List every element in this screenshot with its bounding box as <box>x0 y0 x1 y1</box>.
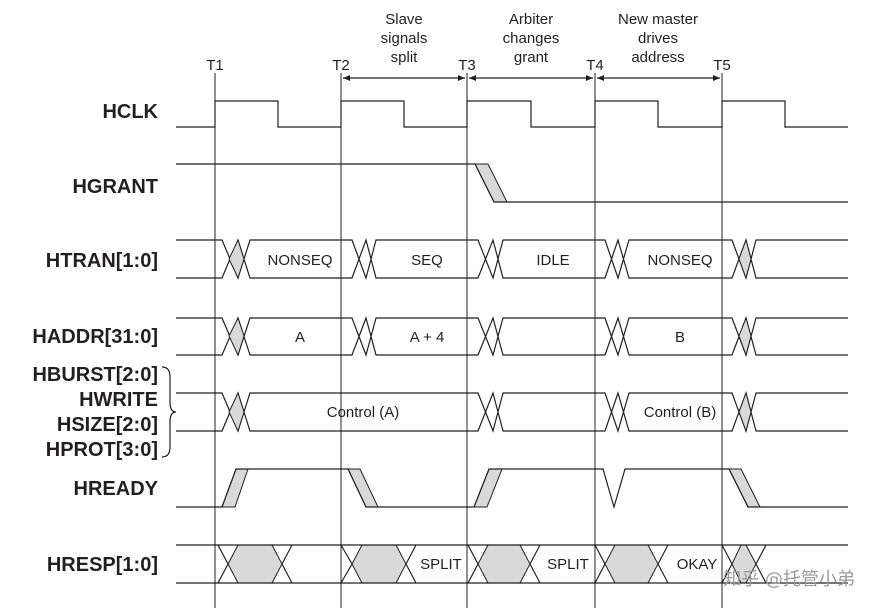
annotation-split-line1: Slave <box>385 11 423 28</box>
htran-value-nonseq-b: NONSEQ <box>647 252 712 269</box>
signal-label-hprot: HPROT[3:0] <box>46 439 158 461</box>
control-value-a: Control (A) <box>327 404 400 421</box>
hclk-waveform <box>176 100 848 128</box>
hready-waveform <box>176 468 848 510</box>
control-value-b: Control (B) <box>644 404 717 421</box>
haddr-value-a-plus-4: A + 4 <box>410 329 445 346</box>
cycle-guides <box>214 73 723 608</box>
htran-transition-t5 <box>738 238 752 280</box>
hresp-unknown-t4 <box>604 544 659 584</box>
htran-bus: NONSEQ SEQ IDLE NONSEQ <box>176 238 848 280</box>
annotations: Slave signals split Arbiter changes gran… <box>381 11 698 66</box>
htran-bus-edges <box>176 238 848 280</box>
htran-value-seq: SEQ <box>411 252 443 269</box>
signal-label-hburst: HBURST[2:0] <box>32 364 158 386</box>
time-marker-t4: T4 <box>586 57 604 74</box>
hready-rise-t3 <box>473 468 503 508</box>
haddr-transition-t1 <box>228 316 245 357</box>
time-marker-t3: T3 <box>458 57 476 74</box>
hresp-unknown-t1 <box>227 544 283 584</box>
annotation-split-line3: split <box>391 49 419 66</box>
time-marker-t1: T1 <box>206 57 224 74</box>
haddr-transition-t5 <box>738 316 752 357</box>
arrowhead-t2-left <box>343 75 350 81</box>
arrowhead-t4-left <box>597 75 604 81</box>
haddr-bus-edges <box>176 316 848 357</box>
hready-rise-t1 <box>221 468 249 508</box>
hresp-bus: SPLIT SPLIT OKAY <box>176 544 848 584</box>
interval-arrows <box>343 75 720 81</box>
control-group-brace <box>161 366 177 458</box>
annotation-split-line2: signals <box>381 30 428 47</box>
hgrant-line <box>176 163 848 203</box>
haddr-value-b: B <box>675 329 685 346</box>
hresp-bus-edges <box>176 544 848 584</box>
time-marker-t2: T2 <box>332 57 350 74</box>
signal-names: HCLK HGRANT HTRAN[1:0] HADDR[31:0] HBURS… <box>32 101 177 576</box>
hresp-value-okay: OKAY <box>677 556 718 573</box>
signal-label-hresp: HRESP[1:0] <box>47 554 158 576</box>
signal-label-haddr: HADDR[31:0] <box>32 326 158 348</box>
control-transition-t1 <box>228 391 245 433</box>
control-bus: Control (A) Control (B) <box>176 391 848 433</box>
hresp-value-split-2: SPLIT <box>547 556 589 573</box>
hresp-unknown-t3 <box>477 544 531 584</box>
arrowhead-t5-right <box>713 75 720 81</box>
annotation-address-line3: address <box>631 49 684 66</box>
annotation-grant-line2: changes <box>503 30 560 47</box>
signal-label-hready: HREADY <box>74 478 159 500</box>
hresp-value-split-1: SPLIT <box>420 556 462 573</box>
watermark-text: 知乎 @托管小弟 <box>723 569 855 590</box>
arrowhead-t4-right <box>586 75 593 81</box>
time-marker-t5: T5 <box>713 57 731 74</box>
time-markers: T1 T2 T3 T4 T5 <box>206 57 731 74</box>
signal-label-htran: HTRAN[1:0] <box>46 250 158 272</box>
annotation-address-line2: drives <box>638 30 678 47</box>
htran-transition-t1 <box>228 238 245 280</box>
htran-value-nonseq-a: NONSEQ <box>267 252 332 269</box>
annotation-grant-line1: Arbiter <box>509 11 553 28</box>
hgrant-waveform <box>176 163 848 203</box>
annotation-address-line1: New master <box>618 11 698 28</box>
arrowhead-t3-right <box>458 75 465 81</box>
annotation-grant-line3: grant <box>514 49 549 66</box>
haddr-bus: A A + 4 B <box>176 316 848 357</box>
hresp-unknown-t2 <box>351 544 407 584</box>
haddr-value-a: A <box>295 329 305 346</box>
control-transition-t5 <box>738 391 752 433</box>
signal-label-hwrite: HWRITE <box>79 389 158 411</box>
signal-label-hgrant: HGRANT <box>72 176 158 198</box>
arrowhead-t3-left <box>469 75 476 81</box>
signal-label-hclk: HCLK <box>102 101 158 123</box>
htran-value-idle: IDLE <box>536 252 569 269</box>
hready-line <box>176 468 848 510</box>
signal-label-hsize: HSIZE[2:0] <box>57 414 158 436</box>
